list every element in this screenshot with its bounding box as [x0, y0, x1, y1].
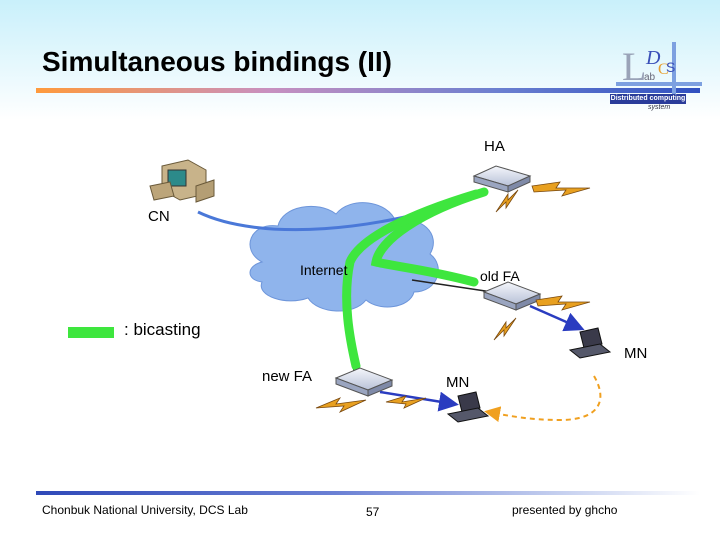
- svg-text:C: C: [658, 61, 669, 78]
- footer-presenter: presented by ghcho: [512, 503, 618, 517]
- old-fa-router-icon: [482, 281, 542, 311]
- svg-text:L: L: [622, 44, 646, 89]
- footer-institution: Chonbuk National University, DCS Lab: [42, 503, 248, 517]
- cn-computer-icon: [149, 159, 215, 203]
- bicasting-legend-label: : bicasting: [124, 320, 201, 339]
- old-fa-label: old FA: [480, 268, 520, 284]
- mn-movement-path: [484, 375, 602, 423]
- old-fa-link: [411, 279, 493, 293]
- logo-caption: Distributed computing: [610, 94, 686, 104]
- svg-text:ab: ab: [644, 72, 656, 83]
- footer-rule: [36, 491, 700, 495]
- logo-subcaption: system: [648, 104, 671, 111]
- svg-text:D: D: [645, 47, 661, 69]
- ha-router-icon: [472, 165, 532, 193]
- lightning-icon: [315, 181, 591, 413]
- header-background: [0, 0, 720, 120]
- mn-new-label: MN: [446, 374, 470, 391]
- bicasting-legend-swatch: [68, 327, 114, 338]
- new-fa-router-icon: [334, 367, 394, 397]
- cn-label: CN: [148, 208, 170, 225]
- title-underline: [36, 88, 700, 93]
- mn-laptop-old-icon: [568, 327, 612, 359]
- page-number: 57: [366, 505, 380, 519]
- mn-laptop-new-icon: [446, 391, 490, 423]
- svg-text:S: S: [666, 59, 675, 75]
- ha-label: HA: [484, 138, 505, 155]
- internet-label: Internet: [300, 262, 348, 278]
- new-fa-label: new FA: [262, 368, 313, 385]
- wireless-link-old: [529, 304, 585, 332]
- wireless-link-new: [379, 390, 459, 412]
- mn-old-label: MN: [624, 345, 648, 362]
- bicasting-path-new: [342, 189, 481, 371]
- slide-title: Simultaneous bindings (II): [42, 46, 392, 77]
- dcs-lab-logo-icon: L D C S ab: [616, 42, 702, 102]
